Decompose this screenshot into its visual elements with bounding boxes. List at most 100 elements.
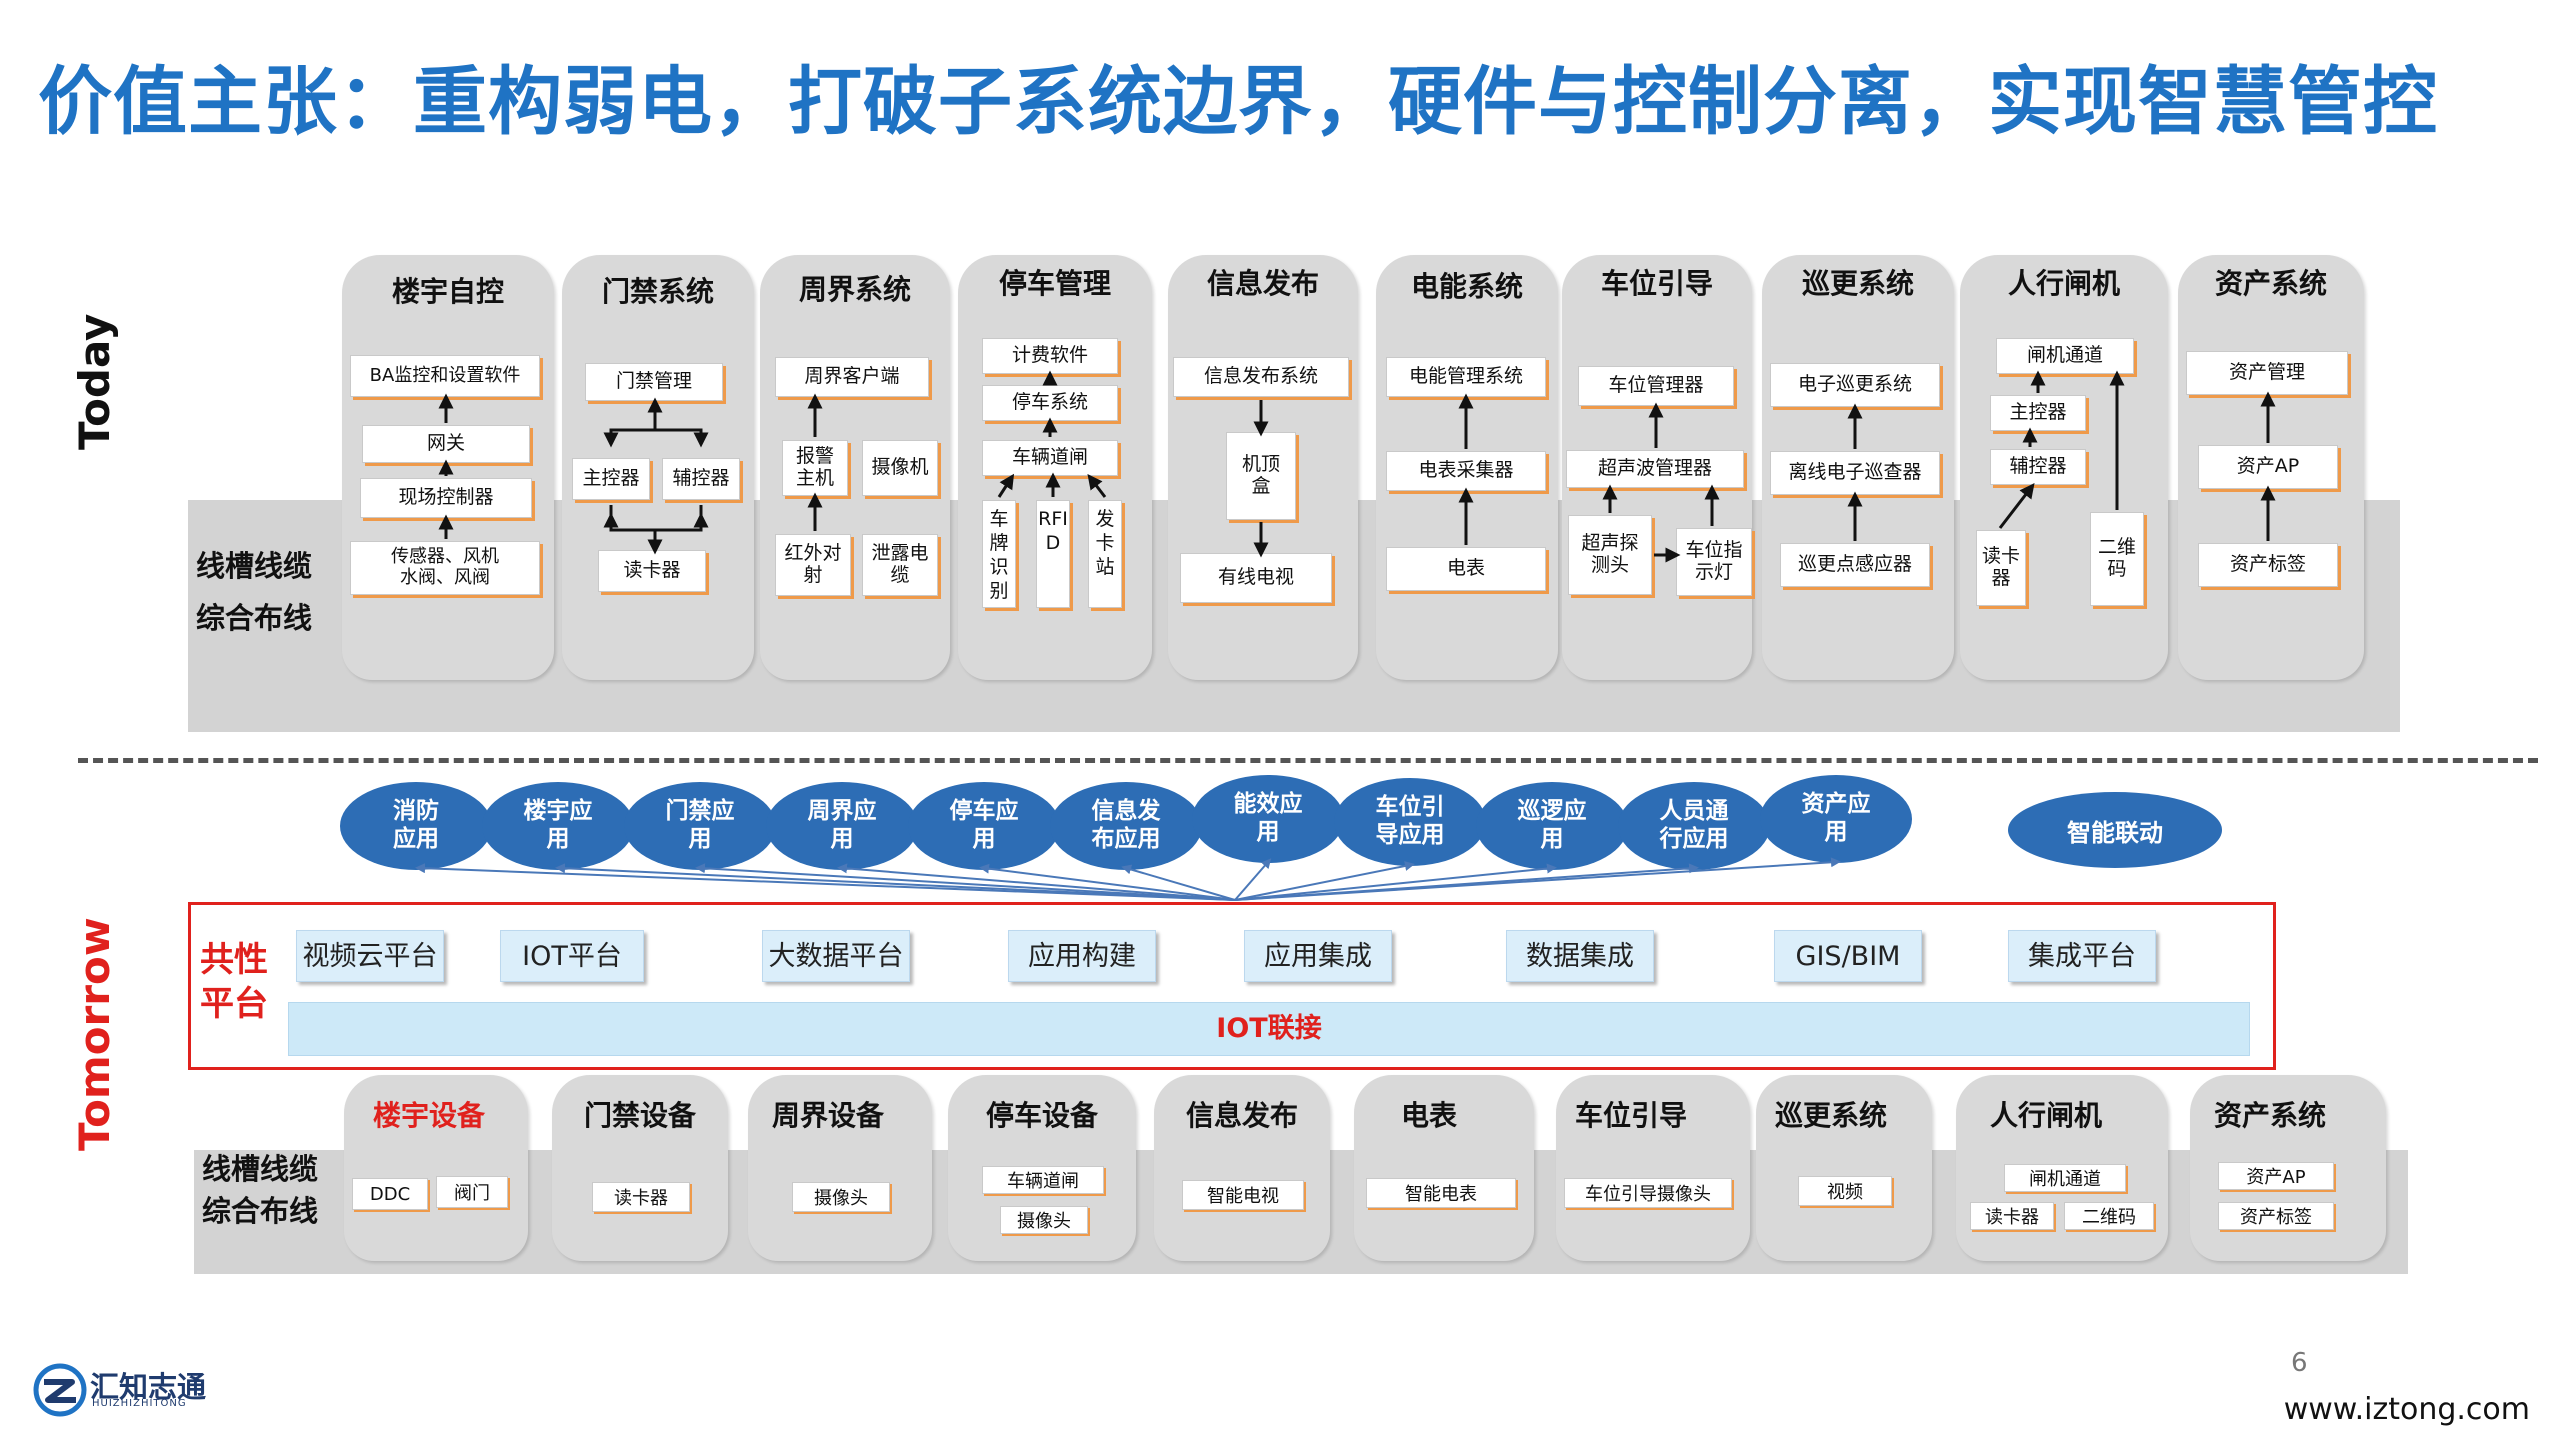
app-assets: 资产应 用 [1760, 775, 1912, 863]
today-box: 巡更点感应器 [1780, 543, 1930, 587]
col-title: 信息发布 [1206, 267, 1319, 300]
device-box: 资产标签 [2218, 1202, 2334, 1230]
device-title: 车位引导 [1574, 1099, 1687, 1132]
today-box: 报警 主机 [782, 440, 848, 496]
platform-app-integration: 应用集成 [1244, 930, 1392, 982]
device-col-parking-guidance [1556, 1075, 1750, 1261]
app-building: 楼宇应 用 [482, 782, 634, 870]
col-title: 停车管理 [998, 267, 1111, 300]
today-box: 车位管理器 [1578, 366, 1734, 406]
col-title: 车位引导 [1600, 267, 1713, 300]
device-box: 视频 [1798, 1176, 1892, 1206]
today-box: 电表采集器 [1386, 451, 1546, 491]
device-col-access [552, 1075, 728, 1261]
device-title: 停车设备 [985, 1099, 1098, 1132]
platform-big-data: 大数据平台 [762, 930, 910, 982]
device-col-info-release [1154, 1075, 1330, 1261]
col-title: 楼宇自控 [391, 275, 504, 308]
device-box: DDC [352, 1178, 428, 1210]
today-box: 周界客户端 [775, 357, 929, 397]
app-patrol: 巡逻应 用 [1476, 782, 1628, 870]
device-box: 车位引导摄像头 [1564, 1178, 1732, 1208]
today-box: 停车系统 [982, 385, 1118, 421]
today-box: 车辆道闸 [982, 440, 1118, 476]
platform-integration: 集成平台 [2008, 930, 2156, 982]
device-title: 人行闸机 [1989, 1099, 2102, 1132]
today-box: 主控器 [1990, 395, 2086, 431]
device-col-building [344, 1075, 528, 1261]
today-cabling-text: 线槽线缆 综合布线 [196, 549, 313, 635]
today-box: 电表 [1386, 547, 1546, 591]
today-box: 摄像机 [862, 440, 938, 496]
today-box: 网关 [362, 425, 530, 463]
logo-subtitle: HUIZHIZHITONG [92, 1398, 187, 1409]
platform-iot: IOT平台 [500, 930, 644, 982]
device-box: 二维码 [2064, 1202, 2154, 1230]
today-box: 辅控器 [662, 458, 740, 500]
logo-name: 汇知志通 [90, 1370, 207, 1404]
device-title: 门禁设备 [583, 1099, 696, 1132]
app-fire: 消防 应用 [340, 782, 492, 870]
today-box: 现场控制器 [360, 478, 532, 518]
platform-data-integration: 数据集成 [1506, 930, 1654, 982]
today-box: RFID [1036, 500, 1070, 608]
app-personnel-access: 人员通 行应用 [1618, 782, 1770, 870]
slide-title: 价值主张：重构弱电，打破子系统边界，硬件与控制分离，实现智慧管控 [38, 59, 2438, 145]
col-title: 资产系统 [2214, 267, 2327, 300]
today-box: 辅控器 [1990, 449, 2086, 485]
app-energy: 能效应 用 [1192, 775, 1344, 863]
today-box: 红外对 射 [775, 534, 851, 596]
device-box: 摄像头 [1000, 1206, 1088, 1234]
platform-gis-bim: GIS/BIM [1774, 930, 1922, 982]
footer-website[interactable]: www.iztong.com [2283, 1392, 2530, 1427]
device-box: 资产AP [2218, 1162, 2334, 1190]
col-title: 周界系统 [798, 273, 911, 306]
today-cabling-label: 线槽线缆 综合布线 [196, 540, 312, 644]
device-title: 巡更系统 [1774, 1099, 1887, 1132]
app-info-release: 信息发 布应用 [1050, 782, 1202, 870]
today-box: 读卡器 [598, 550, 706, 592]
device-box: 阀门 [436, 1176, 508, 1208]
device-box: 闸机通道 [2004, 1164, 2126, 1192]
today-box: 闸机通道 [1996, 338, 2134, 374]
device-col-perimeter [748, 1075, 932, 1261]
today-box: 传感器、风机 水阀、风阀 [350, 541, 540, 595]
device-title: 资产系统 [2213, 1099, 2326, 1132]
platform-app-build: 应用构建 [1008, 930, 1156, 982]
today-box: 离线电子巡查器 [1770, 451, 1940, 495]
platform-app-arrows [415, 857, 1841, 901]
today-box: 主控器 [572, 458, 650, 500]
common-platform-title: 共性 平台 [200, 940, 268, 1024]
app-parking: 停车应 用 [908, 782, 1060, 870]
today-box: 机顶 盒 [1226, 432, 1296, 520]
section-divider [78, 758, 2538, 763]
today-box: 车位指 示灯 [1676, 528, 1752, 596]
device-box: 智能电视 [1182, 1180, 1304, 1210]
today-box: 读卡 器 [1976, 530, 2026, 606]
today-box: 车牌识别 [982, 500, 1016, 608]
platform-video-cloud: 视频云平台 [296, 930, 444, 982]
device-col-patrol [1756, 1075, 1932, 1261]
logo-mark-icon [33, 1363, 87, 1417]
today-box: 超声波管理器 [1566, 450, 1744, 488]
today-arrows [438, 370, 2276, 563]
today-box: 信息发布系统 [1173, 357, 1349, 397]
device-title: 楼宇设备 [372, 1099, 485, 1132]
device-col-meter [1354, 1075, 1534, 1261]
col-title: 电能系统 [1410, 270, 1523, 303]
device-title: 电表 [1400, 1099, 1457, 1132]
device-box: 智能电表 [1366, 1178, 1516, 1208]
tomorrow-cabling-text: 线槽线缆 综合布线 [202, 1152, 319, 1228]
today-box: 泄露电 缆 [862, 534, 938, 596]
smart-linkage: 智能联动 [2008, 792, 2222, 868]
company-logo: 汇知志通 HUIZHIZHITONG [30, 1360, 210, 1420]
page-number: 6 [2291, 1348, 2308, 1378]
iot-connection-bar: IOT联接 [288, 1002, 2250, 1056]
today-box: 二维 码 [2090, 512, 2144, 606]
app-access: 门禁应 用 [624, 782, 776, 870]
today-box: 发卡站 [1088, 500, 1122, 608]
today-box: 电子巡更系统 [1770, 363, 1940, 407]
device-box: 读卡器 [592, 1182, 690, 1212]
today-box: 超声探 测头 [1568, 515, 1652, 595]
today-box: 资产标签 [2198, 543, 2338, 587]
